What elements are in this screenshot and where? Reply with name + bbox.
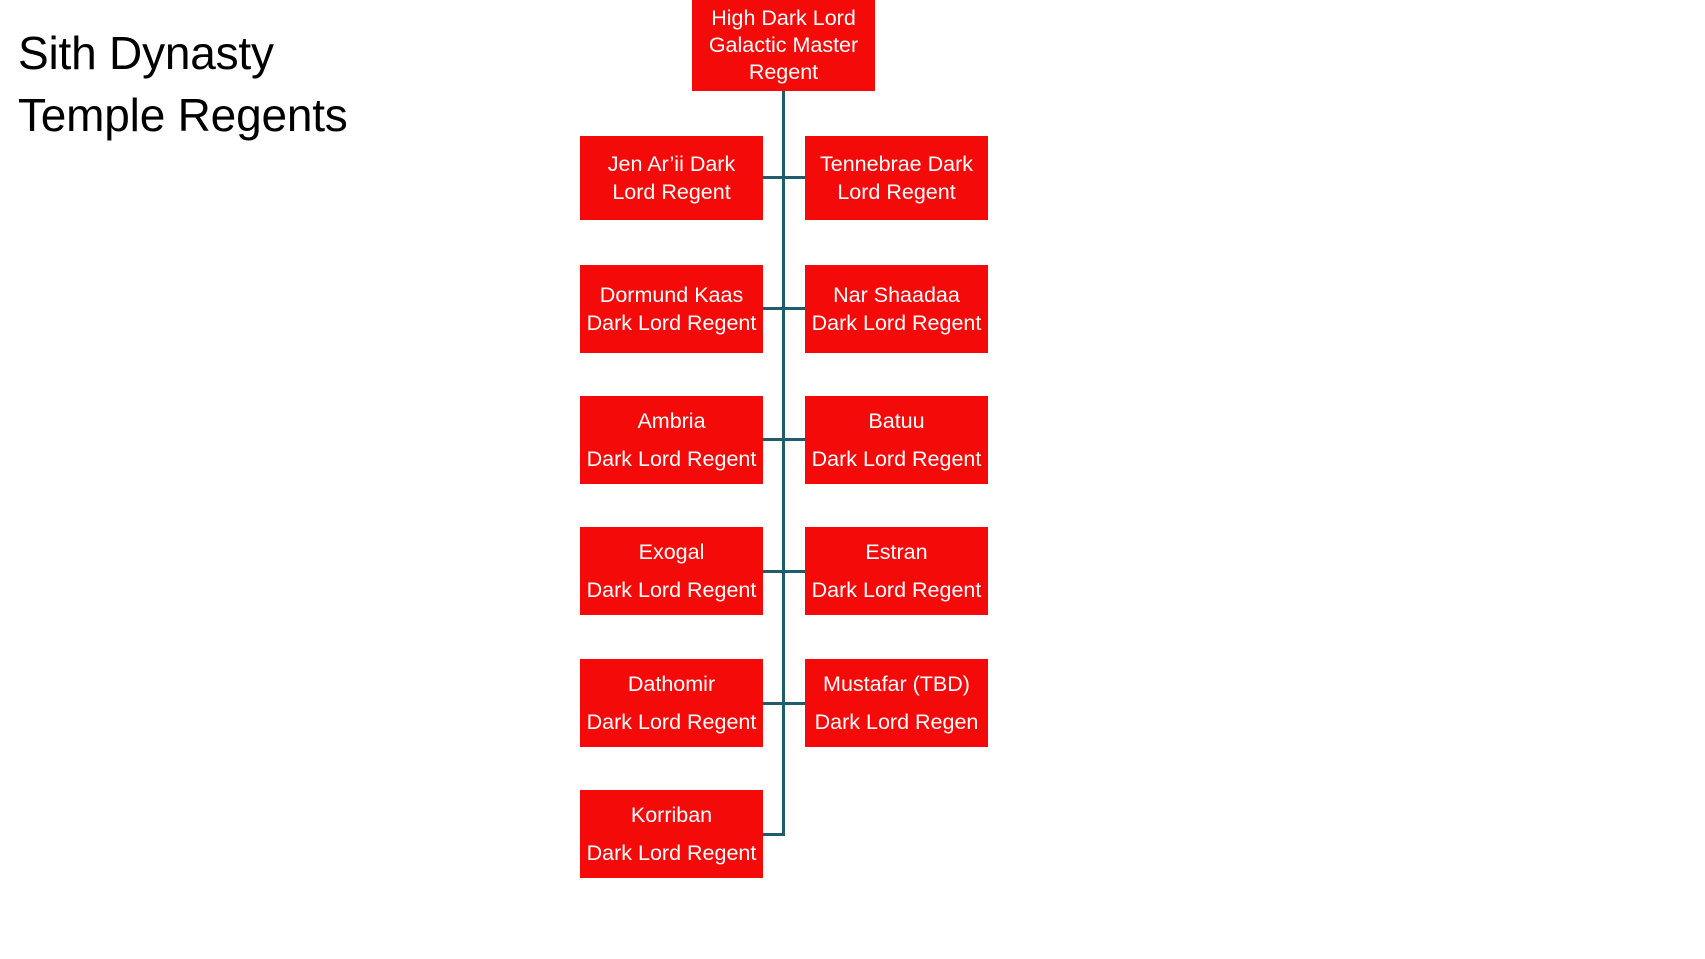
node-line-2: Dark Lord Regent [586,841,757,865]
node-ambria-dark-lord-regent[interactable]: Ambria Dark Lord Regent [580,396,763,484]
node-exogal-dark-lord-regent[interactable]: Exogal Dark Lord Regent [580,527,763,615]
connector-spine-vertical [782,88,785,836]
node-line-2: Dark Lord Regent [811,447,982,471]
node-tennebrae-dark-lord-regent[interactable]: Tennebrae Dark Lord Regent [805,136,988,220]
node-line-1: Jen Ar’ii Dark [607,152,736,176]
node-batuu-dark-lord-regent[interactable]: Batuu Dark Lord Regent [805,396,988,484]
node-estran-dark-lord-regent[interactable]: Estran Dark Lord Regent [805,527,988,615]
node-line-1: Dormund Kaas [599,283,744,307]
connector-stub-row3-right [783,438,807,441]
connector-stub-row1-right [783,176,807,179]
connector-stub-row4-left [762,570,784,573]
connector-stub-row5-right [783,702,807,705]
connector-stub-row1-left [762,176,784,179]
connector-stub-row4-right [783,570,807,573]
node-jen-arii-dark-lord-regent[interactable]: Jen Ar’ii Dark Lord Regent [580,136,763,220]
node-dathomir-dark-lord-regent[interactable]: Dathomir Dark Lord Regent [580,659,763,747]
node-line-2: Dark Lord Regent [586,447,757,471]
node-line-1: Mustafar (TBD) [823,672,970,696]
node-line-2: Lord Regent [612,180,731,204]
node-korriban-dark-lord-regent[interactable]: Korriban Dark Lord Regent [580,790,763,878]
node-nar-shaadaa-dark-lord-regent[interactable]: Nar Shaadaa Dark Lord Regent [805,265,988,353]
node-line-3: Regent [748,60,819,84]
node-line-1: High Dark Lord [711,6,856,30]
node-line-1: Estran [865,540,928,564]
node-line-2: Galactic Master [708,33,859,57]
node-line-2: Dark Lord Regent [586,578,757,602]
node-dormund-kaas-dark-lord-regent[interactable]: Dormund Kaas Dark Lord Regent [580,265,763,353]
connector-stub-row6-left [762,833,784,836]
node-line-1: Nar Shaadaa [833,283,960,307]
page-title: Sith Dynasty Temple Regents [18,27,348,141]
node-line-2: Dark Lord Regent [811,578,982,602]
node-line-1: Korriban [630,803,713,827]
connector-stub-row2-right [783,307,807,310]
connector-stub-row2-left [762,307,784,310]
node-line-2: Dark Lord Regent [586,710,757,734]
node-line-1: Ambria [637,409,706,433]
node-high-dark-lord-galactic-master-regent[interactable]: High Dark Lord Galactic Master Regent [692,0,875,91]
node-line-1: Dathomir [627,672,716,696]
connector-stub-row3-left [762,438,784,441]
node-line-1: Batuu [868,409,925,433]
node-line-1: Tennebrae Dark [820,152,973,176]
node-line-1: Exogal [638,540,705,564]
connector-stub-row5-left [762,702,784,705]
node-line-2: Dark Lord Regent [811,311,982,335]
node-line-2: Lord Regent [837,180,956,204]
node-mustafar-tbd-dark-lord-regent[interactable]: Mustafar (TBD) Dark Lord Regen [805,659,988,747]
node-line-2: Dark Lord Regent [586,311,757,335]
node-line-2: Dark Lord Regen [814,710,979,734]
